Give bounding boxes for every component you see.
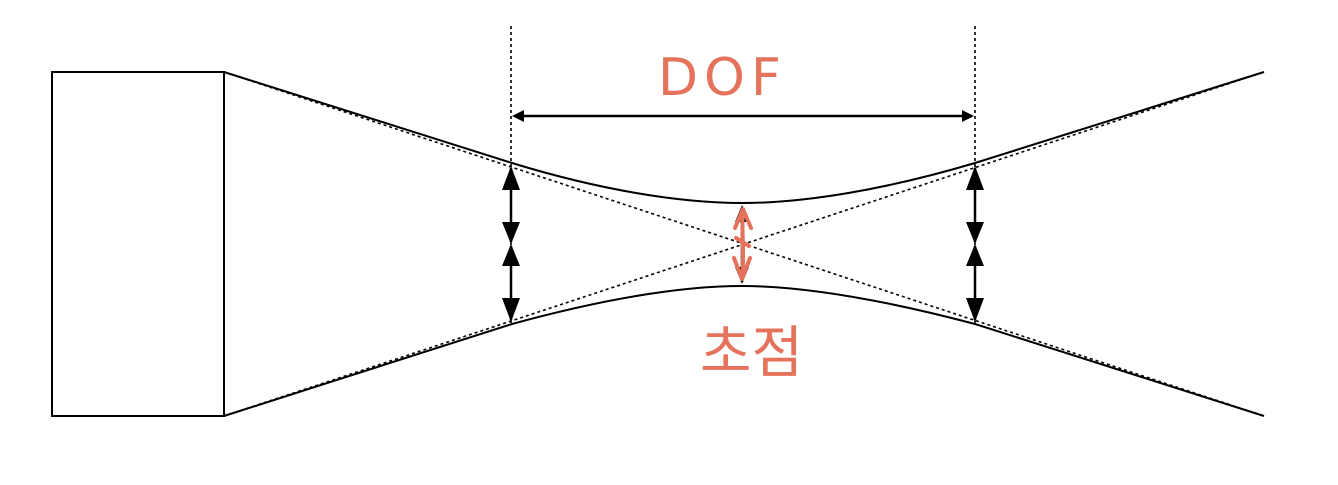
focus-spot-arrow <box>732 207 753 281</box>
source-box <box>51 71 225 417</box>
left-beam-width-arrows <box>502 166 520 322</box>
dof-label: DOF <box>658 48 787 108</box>
beam-lower-edge <box>223 284 1265 417</box>
right-beam-width-arrows <box>966 166 984 322</box>
focus-label: 초점 <box>700 321 803 386</box>
beam-upper-edge <box>223 71 1265 205</box>
